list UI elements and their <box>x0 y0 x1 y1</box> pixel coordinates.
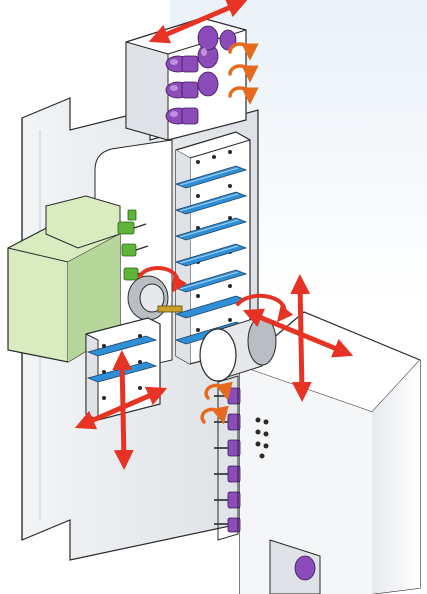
linear-motion-arrow <box>148 0 248 44</box>
rotation-arrow <box>228 42 259 105</box>
vent-holes <box>255 417 269 459</box>
spindle <box>127 275 183 321</box>
rotation-arrow <box>236 293 294 323</box>
top-tool-block <box>125 17 247 141</box>
rotation-arrow <box>138 266 188 293</box>
linear-motion-arrow <box>242 274 354 402</box>
green-fittings <box>117 209 139 281</box>
linear-motion-arrow <box>74 350 168 470</box>
right-housing <box>239 311 421 594</box>
rotation-arrow <box>200 381 233 425</box>
